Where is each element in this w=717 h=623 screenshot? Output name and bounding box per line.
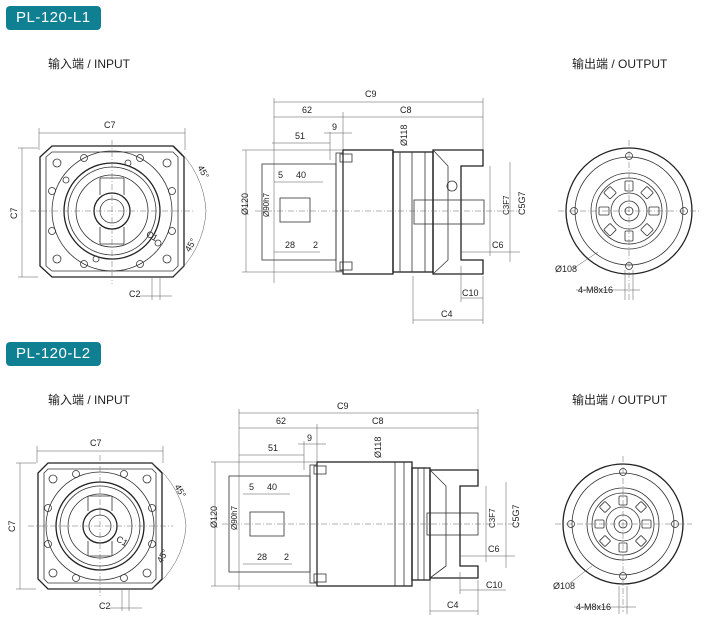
l2-d5: 5 — [249, 482, 254, 492]
output-label-l1: 输出端 / OUTPUT — [572, 57, 668, 71]
l1-d118: Ø118 — [399, 125, 409, 146]
input-view-l2: C7 C7 45° 45° C1 C2 — [7, 438, 188, 611]
l2-d9: 9 — [307, 433, 312, 443]
l2-d62: 62 — [276, 416, 286, 426]
l2-c8: C8 — [372, 416, 384, 426]
output-label-l2: 输出端 / OUTPUT — [572, 393, 668, 407]
l2-c5: C5G7 — [511, 504, 521, 528]
model-badge-l1: PL-120-L1 — [6, 6, 101, 30]
l1-d40: 40 — [296, 170, 306, 180]
l1-c9: C9 — [365, 89, 377, 99]
l2-angle2: 45° — [155, 547, 171, 564]
output-view-l1: Ø108 4-M8x16 — [555, 140, 700, 300]
l2-pcd: Ø108 — [553, 581, 575, 591]
l1-d120: Ø120 — [240, 193, 250, 215]
l1-c10: C10 — [462, 288, 479, 298]
l2-d28: 28 — [257, 552, 267, 562]
l1-d28: 28 — [285, 240, 295, 250]
l2-d118: Ø118 — [373, 437, 383, 458]
l1-holes: 4-M8x16 — [578, 285, 613, 295]
l1-c2: C2 — [129, 289, 141, 299]
output-view-l2: Ø108 4-M8x16 — [553, 456, 692, 614]
l2-d2: 2 — [284, 552, 289, 562]
l1-c8: C8 — [400, 105, 412, 115]
l1-d90: Ø90h7 — [262, 192, 271, 217]
l2-d51: 51 — [268, 443, 278, 453]
l1-c3: C3F7 — [502, 195, 511, 215]
l1-input-height-dim: C7 — [9, 207, 19, 219]
l2-input-width-dim: C7 — [90, 438, 102, 448]
l2-c6: C6 — [488, 544, 500, 554]
l1-c5: C5G7 — [517, 191, 527, 215]
l1-d2: 2 — [313, 240, 318, 250]
l1-d9: 9 — [332, 122, 337, 132]
l1-pcd: Ø108 — [555, 264, 577, 274]
l2-c9: C9 — [337, 401, 349, 411]
l1-c6: C6 — [492, 240, 504, 250]
l2-c2: C2 — [99, 601, 111, 611]
l2-c10: C10 — [486, 580, 503, 590]
input-view-l1: C7 C7 45° 45 — [9, 120, 211, 300]
l1-c4: C4 — [441, 309, 453, 319]
input-label-l2: 输入端 / INPUT — [48, 393, 131, 407]
l1-angle2: 45° — [183, 236, 199, 253]
l1-d5: 5 — [278, 170, 283, 180]
l1-d62: 62 — [302, 105, 312, 115]
l1-c1: C1 — [145, 229, 160, 243]
input-label-l1: 输入端 / INPUT — [48, 57, 131, 71]
l2-c1: C1 — [115, 534, 130, 548]
l1-input-width-dim: C7 — [104, 120, 116, 130]
l2-input-height-dim: C7 — [7, 520, 17, 532]
l2-angle1: 45° — [173, 483, 189, 500]
side-view-l2: C9 62 C8 51 9 Ø118 Ø120 Ø90h7 — [209, 401, 521, 615]
l2-c3: C3F7 — [488, 508, 497, 528]
l2-d90: Ø90h7 — [230, 505, 239, 530]
l1-d51: 51 — [295, 131, 305, 141]
l2-d40: 40 — [267, 482, 277, 492]
l2-holes: 4-M8x16 — [576, 602, 611, 612]
model-badge-l2: PL-120-L2 — [6, 342, 101, 366]
l2-d120: Ø120 — [209, 506, 219, 528]
l2-c4: C4 — [447, 600, 459, 610]
side-view-l1: C9 62 C8 51 9 Ø118 — [240, 89, 527, 324]
